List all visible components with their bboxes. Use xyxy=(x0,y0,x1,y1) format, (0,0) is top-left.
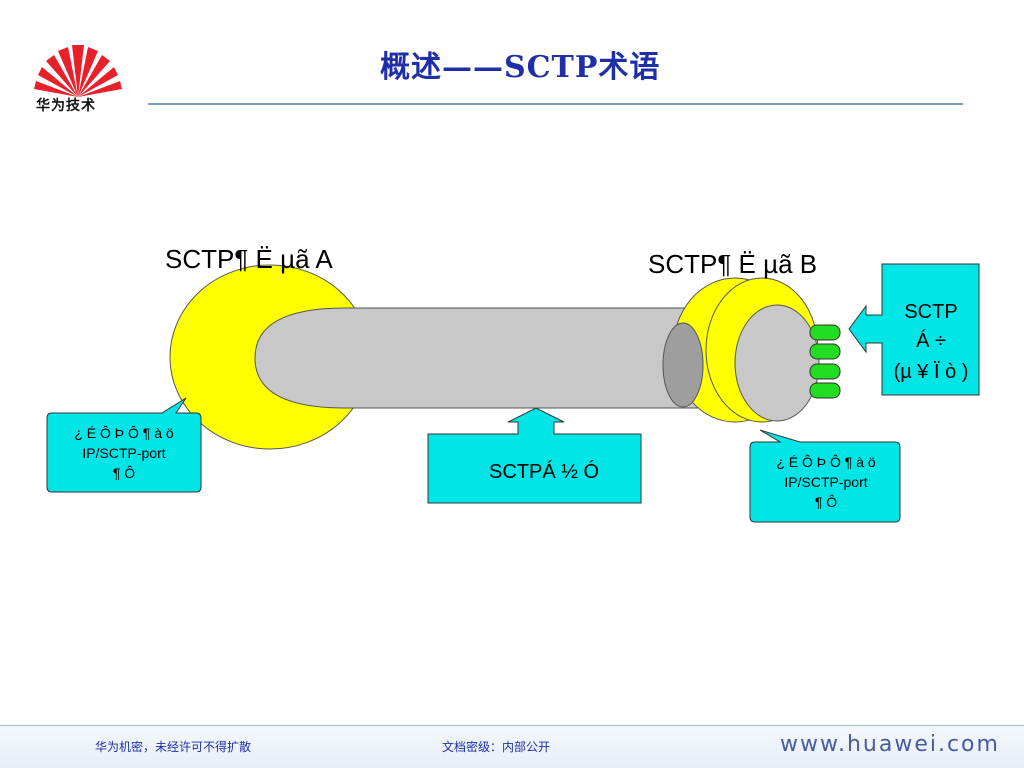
callout-left-line2: IP/SCTP-port xyxy=(82,445,165,461)
footer-classification: 文档密级：内部公开 xyxy=(442,740,551,754)
endpoint-a-label: SCTP¶ Ë µã A xyxy=(165,244,333,274)
callout-right-line1: ¿ É Ô Þ Ô ¶ à ö xyxy=(776,454,876,470)
title-divider xyxy=(148,103,963,105)
callout-left-shape xyxy=(46,397,202,493)
stream-arrow-box xyxy=(848,263,980,396)
stream-group xyxy=(809,324,841,399)
stream xyxy=(809,382,841,399)
association-arrow-box xyxy=(427,407,642,504)
stream-label-line3: (µ ¥ Ï ò ) xyxy=(894,361,969,383)
association-tube xyxy=(254,307,719,409)
page-title: 概述——SCTP术语 xyxy=(380,50,661,85)
footer-divider xyxy=(0,725,1024,726)
association-label: SCTPÁ ½ Ó xyxy=(489,460,599,483)
footer-url: www.huawei.com xyxy=(780,732,1000,757)
huawei-logo-icon xyxy=(34,45,122,97)
callout-right-line3: ¶ Ô xyxy=(815,494,837,510)
tube-end-face xyxy=(734,304,820,422)
footer-confidential: 华为机密，未经许可不得扩散 xyxy=(95,740,252,754)
stream-label-line2: Á ÷ xyxy=(916,329,946,352)
callout-left-line3: ¶ Ô xyxy=(113,465,135,481)
callout-right-line2: IP/SCTP-port xyxy=(784,474,867,490)
callout-left-line1: ¿ É Ô Þ Ô ¶ à ö xyxy=(74,425,174,441)
tube-end-shadow xyxy=(662,322,704,408)
stream xyxy=(809,363,841,380)
logo-text: 华为技术 xyxy=(36,98,96,114)
callout-right-shape xyxy=(749,429,901,523)
endpoint-b-label: SCTP¶ Ë µã B xyxy=(648,249,817,279)
stream-label-line1: SCTP xyxy=(904,301,957,323)
footer-bar xyxy=(0,726,1024,768)
stream xyxy=(809,343,841,360)
stream xyxy=(809,324,841,341)
